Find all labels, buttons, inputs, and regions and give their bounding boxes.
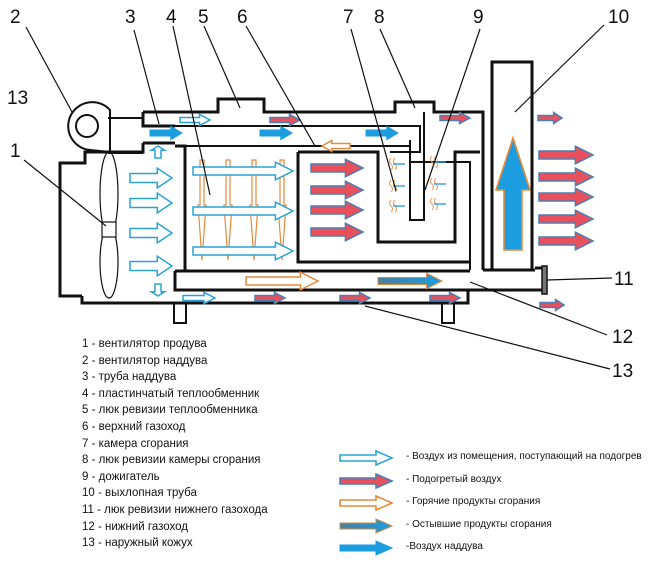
legend-label: -Воздух наддува <box>406 541 483 553</box>
lower-duct-hatch <box>541 265 548 295</box>
hot-gases-arrow-icon <box>339 494 394 512</box>
legend-label: - Воздух из помещения, поступающий на по… <box>406 451 642 462</box>
callout-2: 2 <box>10 7 21 28</box>
room-air-arrow <box>129 166 174 190</box>
heated-air-arrow-icon <box>339 472 394 489</box>
combustion-chamber <box>296 150 480 264</box>
callout-10: 10 <box>608 7 629 28</box>
parts-list-item: 5 - люк ревизии теплообменника <box>82 404 258 417</box>
heated-air-arrow <box>539 298 566 312</box>
room-air-arrow <box>179 113 212 127</box>
heater-structure <box>58 60 548 324</box>
callout-11: 11 <box>614 269 634 290</box>
heated-air-arrow <box>339 291 372 305</box>
callout-13-outer-casing: 13 <box>612 361 633 382</box>
legend-label: - Подогретый воздух <box>406 473 502 485</box>
boost-fan-hub <box>75 114 99 138</box>
callout-12: 12 <box>612 327 633 348</box>
room-air-arrow <box>129 191 174 215</box>
parts-list-item: 4 - пластинчатый теплообменник <box>82 387 260 400</box>
room-air-arrow <box>148 283 168 297</box>
parts-list-item: 6 - верхний газоход <box>82 420 186 433</box>
heated-air-arrow <box>254 291 287 305</box>
callout-13-left: 13 <box>7 88 28 109</box>
callout-7: 7 <box>343 7 354 28</box>
heated-air-arrow <box>538 186 595 208</box>
room-air-arrow <box>192 160 295 182</box>
parts-list-item: 1 - вентилятор продува <box>82 338 207 350</box>
exhaust-upward-arrow <box>494 135 532 251</box>
room-air-arrow <box>182 291 217 305</box>
heated-air-arrow <box>310 179 365 201</box>
exhaust-pipe <box>490 60 534 270</box>
room-air-arrow-icon <box>339 449 394 467</box>
room-air-arrow <box>129 221 174 245</box>
boost-air-arrow <box>365 125 399 141</box>
cooled-gases-arrow-icon <box>339 518 394 534</box>
heated-air-arrow <box>538 144 595 166</box>
boost-air-arrow <box>149 125 183 141</box>
afterburner <box>409 112 425 221</box>
right-leg <box>441 302 455 324</box>
callout-3: 3 <box>125 7 136 28</box>
parts-list: 1 - вентилятор продува 2 - вентилятор на… <box>82 336 268 552</box>
parts-list-item: 3 - труба наддува <box>82 371 177 384</box>
cooled-gases-arrow <box>377 272 444 290</box>
heated-air-arrow <box>538 230 595 252</box>
parts-list-item: 13 - наружный кожух <box>82 537 193 550</box>
parts-list-item: 11 - люк ревизии нижнего газохода <box>82 503 268 516</box>
parts-list-item: 12 - нижний газоход <box>82 520 188 533</box>
boost-fan-outlet <box>108 117 143 154</box>
parts-list-item: 2 - вентилятор наддува <box>82 354 208 367</box>
callout-6: 6 <box>237 7 248 28</box>
heated-air-arrow <box>439 111 472 125</box>
callout-8: 8 <box>374 7 385 28</box>
heated-air-arrow <box>429 291 462 305</box>
parts-list-item: 9 - дожигатель <box>82 470 160 483</box>
room-air-arrow <box>148 145 168 159</box>
heated-air-arrow <box>310 199 365 221</box>
outer-casing-top <box>143 97 485 270</box>
heated-air-arrow <box>310 221 365 243</box>
room-air-arrow <box>192 240 295 262</box>
callout-numbers: 1 2 3 4 5 6 7 8 9 10 11 12 13 13 <box>7 7 634 382</box>
heated-air-arrow <box>538 208 595 230</box>
heated-air-arrow <box>310 157 365 179</box>
left-leg <box>173 302 187 324</box>
parts-list-item: 10 - выхлопная труба <box>82 487 197 500</box>
boost-air-arrow <box>259 125 293 141</box>
hot-gases-arrow <box>320 139 351 153</box>
upper-gas-duct-top <box>175 125 421 153</box>
boost-fan-housing <box>67 101 111 153</box>
parts-list-item: 8 - люк ревизии камеры сгорания <box>82 454 261 467</box>
parts-list-item: 7 - камера сгорания <box>82 437 189 450</box>
flow-arrows <box>129 111 595 312</box>
callout-5: 5 <box>198 7 209 28</box>
callout-1: 1 <box>10 141 21 162</box>
room-air-arrow <box>129 254 174 278</box>
legend-label: - Остывшие продукты сгорания <box>406 518 552 530</box>
heated-air-arrow <box>269 113 302 127</box>
callout-4: 4 <box>166 7 177 28</box>
leader-lines <box>23 24 613 370</box>
heated-air-arrow <box>537 111 564 125</box>
boost-air-arrow-icon <box>339 540 394 557</box>
callout-9: 9 <box>473 7 484 28</box>
room-air-arrow <box>192 200 295 222</box>
boost-pipe <box>58 112 175 298</box>
heated-air-arrow <box>538 166 595 188</box>
hot-gases-arrow <box>245 270 320 292</box>
legend-label: - Горячие продукты сгорания <box>406 496 541 508</box>
